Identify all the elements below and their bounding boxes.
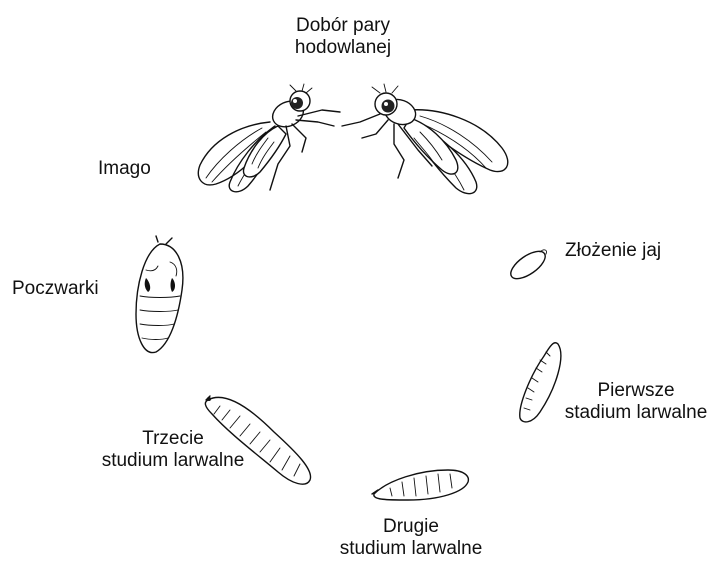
egg-illustration — [506, 246, 549, 284]
stage-label-pupa: Poczwarki — [12, 278, 99, 300]
stage-label-eggs: Złożenie jaj — [565, 240, 661, 262]
fly-left-illustration — [198, 84, 340, 192]
stage-label-second-instar: Drugie studium larwalne — [336, 516, 486, 560]
pupa-label: Poczwarki — [12, 278, 99, 299]
second-label-line2: studium larwalne — [336, 538, 486, 560]
pair-label-line1: Dobór pary — [268, 15, 418, 37]
fly-right-illustration — [342, 84, 508, 194]
imago-label: Imago — [98, 158, 151, 179]
stage-label-pair: Dobór pary hodowlanej — [268, 15, 418, 59]
stage-label-third-instar: Trzecie studium larwalne — [98, 428, 248, 472]
pair-label-line2: hodowlanej — [268, 37, 418, 59]
second-instar-larva-illustration — [372, 470, 468, 500]
pupa-illustration — [136, 236, 183, 353]
stage-label-imago: Imago — [98, 158, 151, 180]
third-label-line1: Trzecie — [98, 428, 248, 450]
first-label-line1: Pierwsze — [548, 380, 724, 402]
stage-label-first-instar: Pierwsze stadium larwalne — [548, 380, 724, 424]
first-label-line2: stadium larwalne — [548, 402, 724, 424]
eggs-label: Złożenie jaj — [565, 240, 661, 261]
third-label-line2: studium larwalne — [98, 450, 248, 472]
second-label-line1: Drugie — [336, 516, 486, 538]
